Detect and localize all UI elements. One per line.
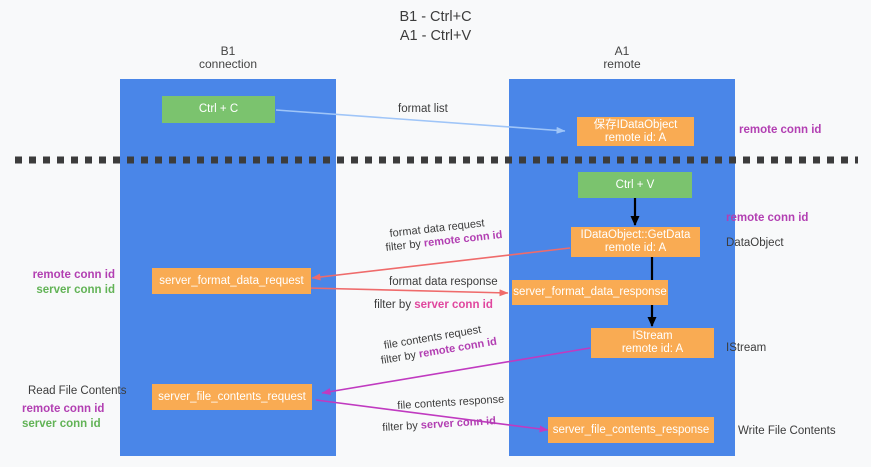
right-annotation-istream: IStream — [726, 341, 766, 355]
box-server-format-data-response-label: server_format_data_response — [513, 286, 667, 298]
filter-key-server-conn-id: server conn id — [414, 299, 493, 311]
right-annotation-remote-conn-id-mid-text: remote conn id — [726, 212, 809, 224]
right-annotation-write-file-contents-text: Write File Contents — [738, 425, 836, 437]
right-annotation-dataobject: DataObject — [726, 236, 784, 250]
column-header-a1-name: A1 — [614, 44, 630, 58]
box-ctrl-c-label: Ctrl + C — [198, 103, 239, 115]
left-annotation-server-conn-id-2: server conn id — [22, 418, 101, 430]
box-server-file-contents-response[interactable]: server_file_contents_response — [548, 417, 714, 443]
arrow-label-format-data-response-filter: filter by server conn id — [374, 298, 493, 312]
right-annotation-remote-conn-id-top-text: remote conn id — [739, 124, 822, 136]
arrow-file-contents-request — [321, 347, 591, 396]
box-getdata-line-2: remote id: A — [604, 242, 667, 254]
left-annotation-read-file-contents-text: Read File Contents — [28, 385, 127, 397]
arrow-label-format-list: format list — [398, 102, 448, 116]
box-server-format-data-response[interactable]: server_format_data_response — [512, 280, 668, 305]
column-header-b1-role: connection — [198, 57, 258, 71]
column-header-a1-role: remote — [603, 57, 641, 71]
box-ctrl-v-label: Ctrl + V — [615, 178, 655, 191]
arrow-label-format-list-text: format list — [398, 103, 448, 115]
title-line-1: B1 - Ctrl+C — [399, 9, 472, 25]
left-annotation-conn-ids-top: remote conn id server conn id — [0, 268, 115, 298]
box-ctrl-c[interactable]: Ctrl + C — [162, 96, 275, 123]
box-server-file-contents-response-label: server_file_contents_response — [552, 423, 710, 436]
box-ctrl-v[interactable]: Ctrl + V — [578, 172, 692, 198]
box-istream[interactable]: IStream remote id: A — [591, 328, 714, 358]
right-annotation-remote-conn-id-top: remote conn id — [739, 123, 821, 137]
box-idataobject-getdata[interactable]: IDataObject::GetData remote id: A — [571, 227, 700, 257]
column-header-b1-name: B1 — [220, 44, 236, 58]
column-header-a1: A1 remote — [509, 45, 735, 71]
filter-prefix: filter by — [382, 419, 422, 434]
column-header-b1: B1 connection — [120, 45, 336, 71]
left-annotation-conn-ids-bottom: remote conn id server conn id — [22, 402, 104, 432]
box-server-format-data-request[interactable]: server_format_data_request — [152, 268, 311, 294]
arrow-format-data-response — [307, 287, 509, 297]
arrow-format-list — [275, 109, 566, 134]
right-annotation-istream-text: IStream — [726, 342, 767, 354]
box-idataobject-line-1: 保存IDataObject — [593, 118, 678, 131]
box-server-format-data-request-label: server_format_data_request — [159, 274, 304, 287]
right-annotation-write-file-contents: Write File Contents — [738, 424, 836, 438]
left-annotation-remote-conn-id: remote conn id — [32, 269, 115, 281]
arrow-label-format-data-response: format data response — [389, 275, 498, 289]
box-server-file-contents-request-label: server_file_contents_request — [158, 390, 306, 403]
left-annotation-remote-conn-id-2: remote conn id — [22, 403, 105, 415]
left-annotation-read-file-contents: Read File Contents — [28, 384, 126, 399]
title-line-2: A1 - Ctrl+V — [399, 28, 472, 44]
box-getdata-line-1: IDataObject::GetData — [580, 229, 691, 241]
filter-prefix: filter by — [374, 299, 415, 311]
right-annotation-dataobject-text: DataObject — [726, 237, 784, 249]
box-istream-line-2: remote id: A — [621, 343, 684, 355]
box-idataobject[interactable]: 保存IDataObject remote id: A — [577, 117, 694, 146]
arrow-format-data-request — [311, 247, 571, 281]
box-istream-line-1: IStream — [632, 330, 673, 342]
box-server-file-contents-request[interactable]: server_file_contents_request — [152, 384, 312, 410]
box-idataobject-line-2: remote id: A — [604, 131, 667, 144]
arrow-label-format-data-response-text: format data response — [389, 276, 498, 288]
right-annotation-remote-conn-id-mid: remote conn id — [726, 211, 808, 225]
diagram-title: B1 - Ctrl+C A1 - Ctrl+V — [0, 8, 871, 46]
left-annotation-server-conn-id: server conn id — [36, 284, 115, 296]
arrow-file-contents-response — [315, 399, 549, 433]
